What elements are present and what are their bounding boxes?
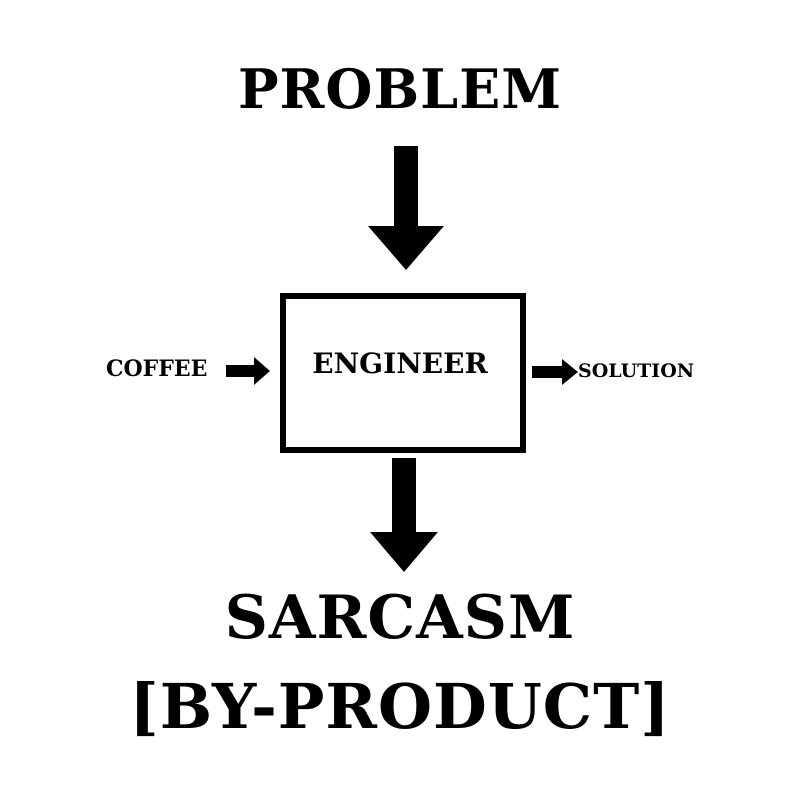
engineer-label: ENGINEER bbox=[312, 347, 488, 380]
arrow-problem-to-engineer bbox=[368, 146, 444, 270]
byproduct-label: [BY-PRODUCT] bbox=[129, 670, 671, 743]
solution-label: SOLUTION bbox=[578, 360, 695, 382]
arrow-engineer-to-solution bbox=[532, 359, 578, 385]
problem-label: PROBLEM bbox=[237, 57, 563, 121]
arrow-engineer-to-sarcasm bbox=[370, 458, 438, 572]
arrow-coffee-to-engineer bbox=[226, 357, 270, 385]
coffee-label: COFFEE bbox=[106, 356, 208, 382]
engineer-box bbox=[280, 293, 526, 453]
sarcasm-label: SARCASM bbox=[224, 583, 576, 653]
